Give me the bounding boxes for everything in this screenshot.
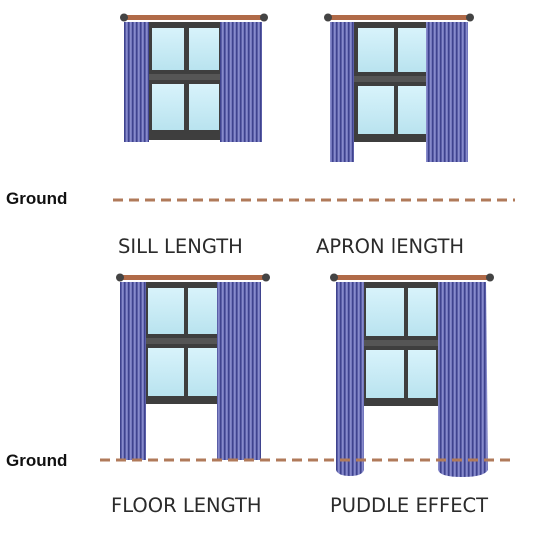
caption-floor-length: FLOOR LENGTH [111, 494, 262, 517]
curtain-panel-icon [336, 282, 364, 476]
caption-puddle-effect: PUDDLE EFFECT [330, 494, 488, 517]
ground-label: Ground [6, 451, 67, 470]
curtain-panel-icon [330, 22, 354, 162]
floor-length-figure [116, 273, 270, 460]
window-icon [146, 22, 224, 140]
apron-length-figure [324, 13, 474, 162]
curtain-panel-icon [438, 282, 488, 477]
puddle-effect-figure [330, 273, 494, 477]
caption-apron-length: APRON lENGTH [316, 235, 464, 258]
curtain-rod-icon [120, 13, 268, 22]
window-icon [360, 282, 440, 406]
window-icon [352, 22, 430, 142]
ground-label: Ground [6, 189, 67, 208]
curtain-panel-icon [426, 22, 468, 162]
curtain-panel-icon [217, 282, 261, 460]
curtain-rod-icon [330, 273, 494, 282]
curtain-rod-icon [324, 13, 474, 22]
curtain-panel-icon [120, 282, 146, 460]
curtain-panel-icon [124, 22, 149, 142]
curtain-rod-icon [116, 273, 270, 282]
curtain-panel-icon [220, 22, 262, 142]
sill-length-figure [120, 13, 268, 142]
caption-sill-length: SILL LENGTH [118, 235, 243, 258]
window-icon [142, 282, 222, 404]
